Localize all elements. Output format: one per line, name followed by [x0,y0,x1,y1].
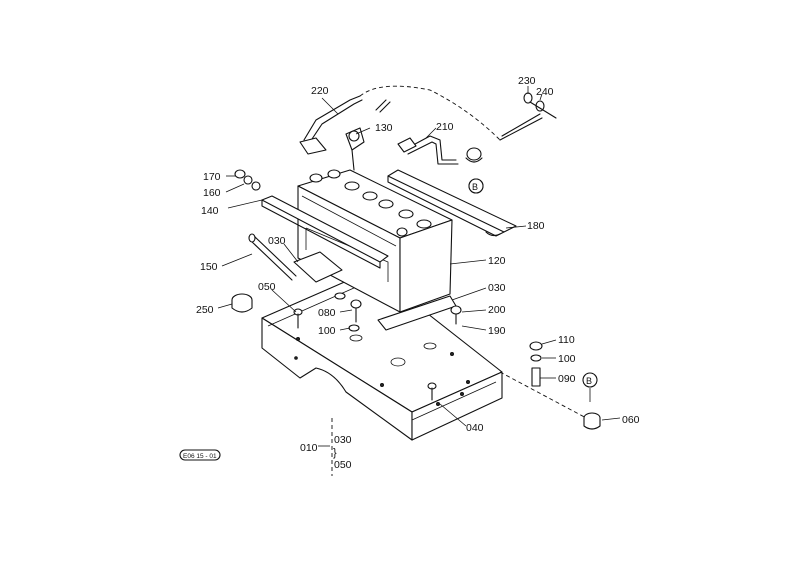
grommet [583,412,601,430]
callout-130: 130 [375,122,393,134]
marker-b-top [468,178,484,194]
marker-b-top-label: B [472,182,478,192]
brace-mark: } [333,447,337,459]
callout-180: 180 [527,220,545,232]
callout-050-b: 050 [334,459,352,471]
drawing-reference-text: E06 15 - 01 [183,453,217,460]
rod [248,233,297,281]
callout-010: 010 [300,442,318,454]
callout-060: 060 [622,414,640,426]
washers-170-160 [234,169,261,191]
callout-250: 250 [196,304,214,316]
battery [297,169,453,313]
callout-100-a: 100 [318,325,336,337]
callout-080: 080 [318,307,336,319]
callout-030-a: 030 [268,235,286,247]
stud [427,382,437,401]
callout-030-b: 030 [488,282,506,294]
callout-190: 190 [488,325,506,337]
callout-050: 050 [258,281,276,293]
callout-230: 230 [518,75,536,87]
callout-labels: 220 230 240 130 210 170 160 140 180 030 … [196,75,640,471]
marker-b-right [582,372,598,388]
nut-washer-bolt [499,341,591,421]
bolt-nut-230-240 [523,92,557,119]
callout-200: 200 [488,304,506,316]
callout-240: 240 [536,86,554,98]
callout-120: 120 [488,255,506,267]
rubber-cap [231,293,253,313]
callout-170: 170 [203,171,221,183]
callout-140: 140 [201,205,219,217]
marker-b-right-label: B [586,376,592,386]
callout-160: 160 [203,187,221,199]
leader-lines [217,86,621,447]
drawing-reference-badge: E06 15 - 01 [179,449,221,461]
connector-markers: B B [468,178,598,402]
callout-210: 210 [436,121,454,133]
terminal [345,127,365,171]
bolts [293,292,462,332]
callout-030-c: 030 [334,434,352,446]
hold-down-bars [261,169,517,269]
base-plate [261,269,503,441]
callout-090: 090 [558,373,576,385]
callout-100-b: 100 [558,353,576,365]
callout-150: 150 [200,261,218,273]
callout-040: 040 [466,422,484,434]
callout-220: 220 [311,85,329,97]
callout-110: 110 [558,334,575,346]
